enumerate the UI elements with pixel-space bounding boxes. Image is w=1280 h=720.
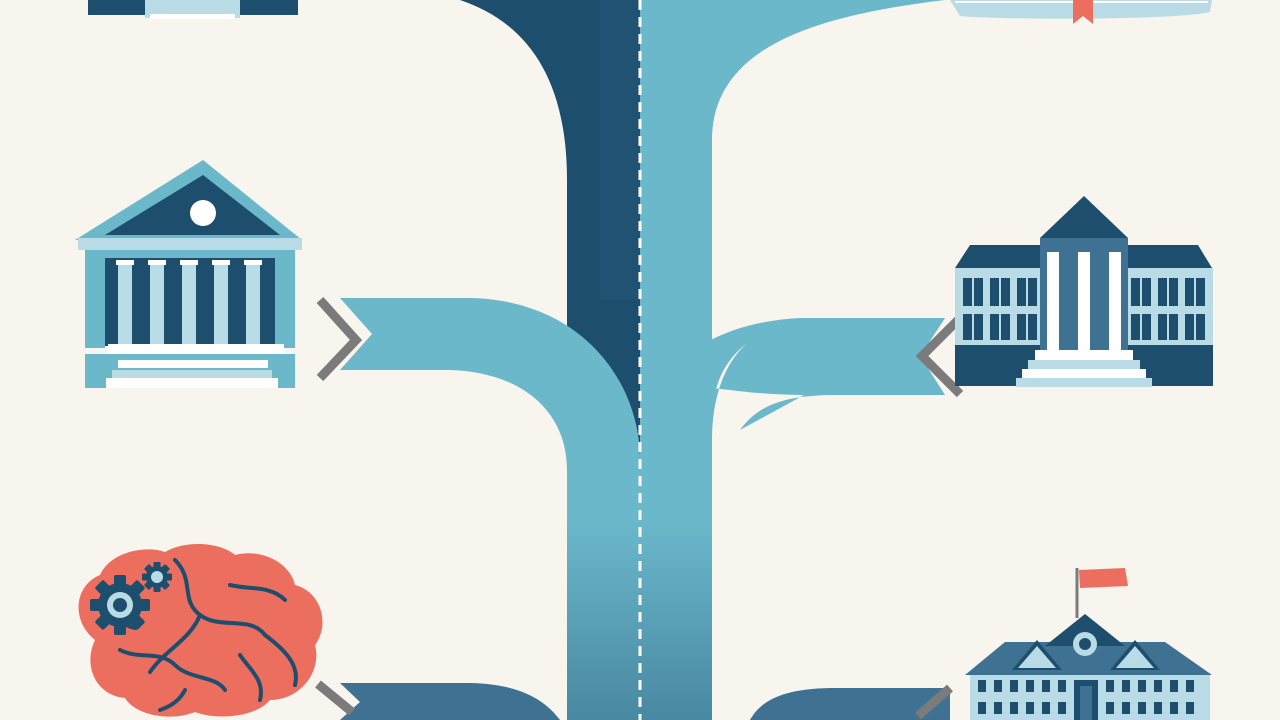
- gear-icon: [90, 575, 150, 635]
- school-building-icon: [965, 568, 1212, 720]
- university-building-icon: [955, 196, 1213, 387]
- branch-left-middle: [340, 298, 640, 720]
- branching-paths: [340, 0, 950, 720]
- gear-icon: [142, 562, 172, 592]
- brain-gears-icon: [78, 544, 323, 717]
- classical-museum-icon: [75, 160, 302, 388]
- branch-right-middle-fill: [712, 318, 945, 440]
- branch-left-bottom: [340, 683, 560, 720]
- academic-building-icon: [88, 0, 298, 19]
- chevron-right-icon: [316, 296, 363, 382]
- branch-right-bottom: [750, 688, 950, 720]
- flag-icon: [1079, 568, 1128, 588]
- chevron-right-icon: [315, 680, 355, 716]
- diploma-scroll-icon: [950, 0, 1212, 24]
- chevron-left-icon: [915, 684, 953, 720]
- chevron-arrows: [315, 296, 964, 720]
- chevron-left-icon: [915, 314, 964, 398]
- left-trunk-shade: [600, 0, 640, 300]
